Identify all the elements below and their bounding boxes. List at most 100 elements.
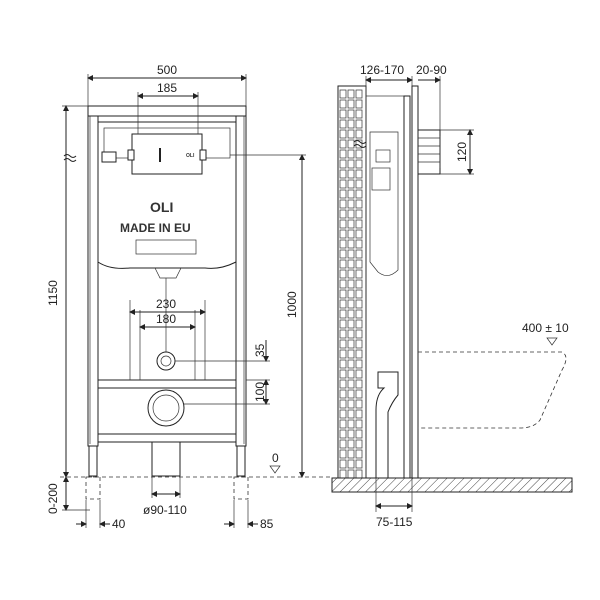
brick (347, 259, 355, 269)
inlet-fitting (417, 129, 441, 175)
brick (347, 149, 355, 159)
brick (339, 209, 347, 219)
brick (339, 419, 347, 429)
brick (347, 349, 355, 359)
brick (355, 309, 363, 319)
brick (339, 149, 347, 159)
brick (347, 429, 355, 439)
brick (355, 219, 363, 229)
brick (355, 129, 363, 139)
brick (347, 409, 355, 419)
bottom-cross-bar (97, 433, 237, 443)
brick (339, 369, 347, 379)
brick (347, 459, 355, 469)
brick (347, 169, 355, 179)
brick (347, 129, 355, 139)
brick (347, 379, 355, 389)
brick (347, 309, 355, 319)
dim-wall-depth: 126-170 (360, 63, 404, 77)
brick (339, 339, 347, 349)
brick (339, 99, 347, 109)
brick (339, 329, 347, 339)
lower-cross-bar (97, 379, 237, 389)
brick (355, 249, 363, 259)
brick (339, 249, 347, 259)
brick (355, 399, 363, 409)
made-in-label: MADE IN EU (120, 221, 191, 235)
supply-pipe (156, 351, 176, 371)
brick (355, 269, 363, 279)
brick (347, 319, 355, 329)
brick (355, 349, 363, 359)
brick (347, 99, 355, 109)
brick (355, 159, 363, 169)
brick (347, 359, 355, 369)
bowl-level-icon (546, 337, 558, 346)
brick (355, 339, 363, 349)
brick (355, 369, 363, 379)
brick (339, 429, 347, 439)
brick (347, 119, 355, 129)
floor-level-icon (269, 465, 281, 474)
brick (355, 149, 363, 159)
dim-drain-depth: 75-115 (376, 515, 413, 529)
brick (355, 409, 363, 419)
brick (355, 429, 363, 439)
brick (347, 89, 355, 99)
brick (355, 169, 363, 179)
water-supply-icon (353, 140, 367, 148)
front-view: OLI OLI MADE IN EU 500 (46, 63, 330, 531)
brick (339, 309, 347, 319)
drain-pipe (151, 441, 181, 477)
brick (339, 379, 347, 389)
floor-level-label: 0 (272, 451, 279, 465)
dim-inlet-height: 120 (455, 142, 469, 162)
floor-hatch (331, 477, 573, 493)
brick (347, 329, 355, 339)
brick (355, 239, 363, 249)
brick (339, 449, 347, 459)
brick (339, 409, 347, 419)
brick (355, 179, 363, 189)
brick (339, 289, 347, 299)
brick (347, 219, 355, 229)
flush-plate (131, 133, 203, 175)
side-view: 126-170 20-90 120 400 ± 10 75-115 (331, 63, 573, 529)
brick (355, 109, 363, 119)
leg-left (88, 445, 98, 477)
brick (339, 109, 347, 119)
brick (339, 279, 347, 289)
brick (347, 389, 355, 399)
brick (339, 229, 347, 239)
brick (355, 319, 363, 329)
brick (347, 269, 355, 279)
brick (355, 289, 363, 299)
dim-bolt-spacing-inner: 180 (156, 312, 176, 326)
brick (339, 169, 347, 179)
dim-foot-offset: 85 (260, 517, 274, 531)
brick (347, 439, 355, 449)
brick (355, 359, 363, 369)
brick (347, 249, 355, 259)
dim-bolt-spacing-outer: 230 (156, 297, 176, 311)
brick (355, 119, 363, 129)
brick (355, 439, 363, 449)
brick (347, 139, 355, 149)
dim-total-width: 500 (157, 63, 177, 77)
brick (339, 239, 347, 249)
brick (347, 289, 355, 299)
brick (347, 339, 355, 349)
finish-panel (411, 85, 419, 479)
brick (347, 179, 355, 189)
brick (339, 159, 347, 169)
drain-outlet (147, 389, 185, 427)
brick (339, 179, 347, 189)
dim-flush-plate-width: 185 (157, 81, 177, 95)
brick (347, 209, 355, 219)
brick (339, 129, 347, 139)
brick (347, 369, 355, 379)
brick (355, 459, 363, 469)
dim-bowl-height: 400 ± 10 (522, 321, 569, 335)
brick (339, 459, 347, 469)
